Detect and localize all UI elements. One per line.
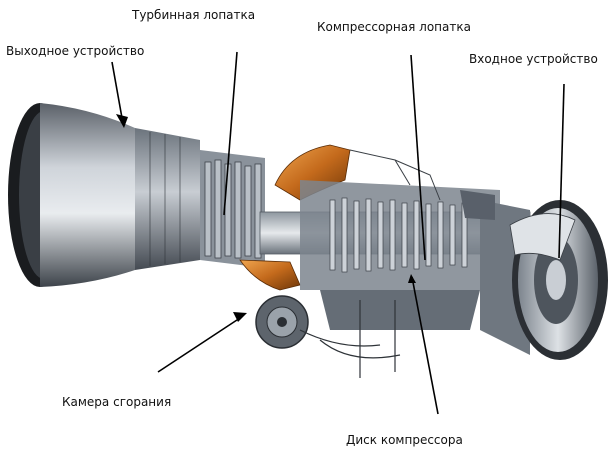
pointer-exhaust [111, 61, 123, 119]
pointer-compressor-blade [410, 54, 426, 261]
pointer-lines [111, 51, 565, 415]
arrowhead-exhaust [116, 114, 128, 128]
inlet-section [460, 190, 608, 360]
pointer-inlet [558, 83, 565, 259]
combustor-section [239, 144, 351, 349]
pointer-arrowheads [116, 114, 416, 322]
pointer-turbine-blade [223, 51, 238, 216]
pointer-combustor [157, 317, 241, 373]
label-turbine-blade: Турбинная лопатка [132, 8, 256, 22]
label-exhaust: Выходное устройство [6, 44, 145, 58]
label-combustor: Камера сгорания [62, 395, 172, 409]
label-compressor-blade: Компрессорная лопатка [317, 20, 471, 34]
compressor-section [299, 149, 500, 378]
label-compressor-disc: Диск компрессора [346, 433, 463, 447]
turbine-section [200, 150, 265, 268]
label-inlet: Входное устройство [469, 52, 598, 66]
arrowhead-combustor [233, 312, 247, 322]
arrowhead-compressor-disc [408, 274, 416, 283]
exhaust-section [8, 103, 200, 287]
pointer-compressor-disc [411, 276, 439, 415]
